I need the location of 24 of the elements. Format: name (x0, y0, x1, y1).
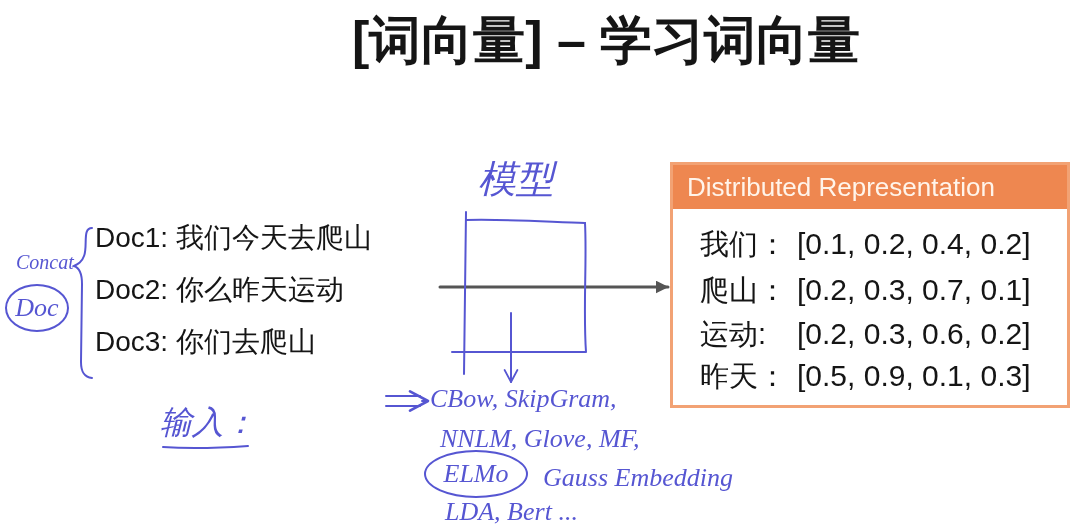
circled-word: ELMo (424, 450, 528, 498)
handwritten-text: Gauss Embedding (543, 463, 733, 493)
word-label: 昨天： (700, 359, 787, 394)
document-line: Doc3: 你们去爬山 (95, 325, 316, 359)
arrow (438, 280, 670, 294)
output-panel (670, 162, 1070, 408)
handwritten-text: LDA, Bert ... (445, 497, 578, 527)
header-bar: Distributed Representation (673, 165, 1067, 209)
vector-values: [0.2, 0.3, 0.7, 0.1] (797, 272, 1031, 308)
vector-values: [0.1, 0.2, 0.4, 0.2] (797, 226, 1031, 262)
handwritten-note: 输入： (160, 403, 256, 442)
document-line: Doc2: 你么昨天运动 (95, 273, 344, 307)
circled-word: Doc (5, 284, 69, 332)
handwritten-note: Concat (16, 250, 74, 274)
document-line: Doc1: 我们今天去爬山 (95, 221, 372, 255)
vector-values: [0.5, 0.9, 0.1, 0.3] (797, 358, 1031, 394)
word-label: 爬山： (700, 273, 787, 308)
handwritten-text: CBow, SkipGram, (430, 384, 617, 414)
word-label: 我们： (700, 227, 787, 262)
double-arrow (385, 390, 430, 412)
arrow (503, 312, 519, 383)
title: [词向量] – 学习词向量 (352, 10, 861, 71)
word-label: 运动: (700, 317, 767, 352)
vector-values: [0.2, 0.3, 0.6, 0.2] (797, 316, 1031, 352)
